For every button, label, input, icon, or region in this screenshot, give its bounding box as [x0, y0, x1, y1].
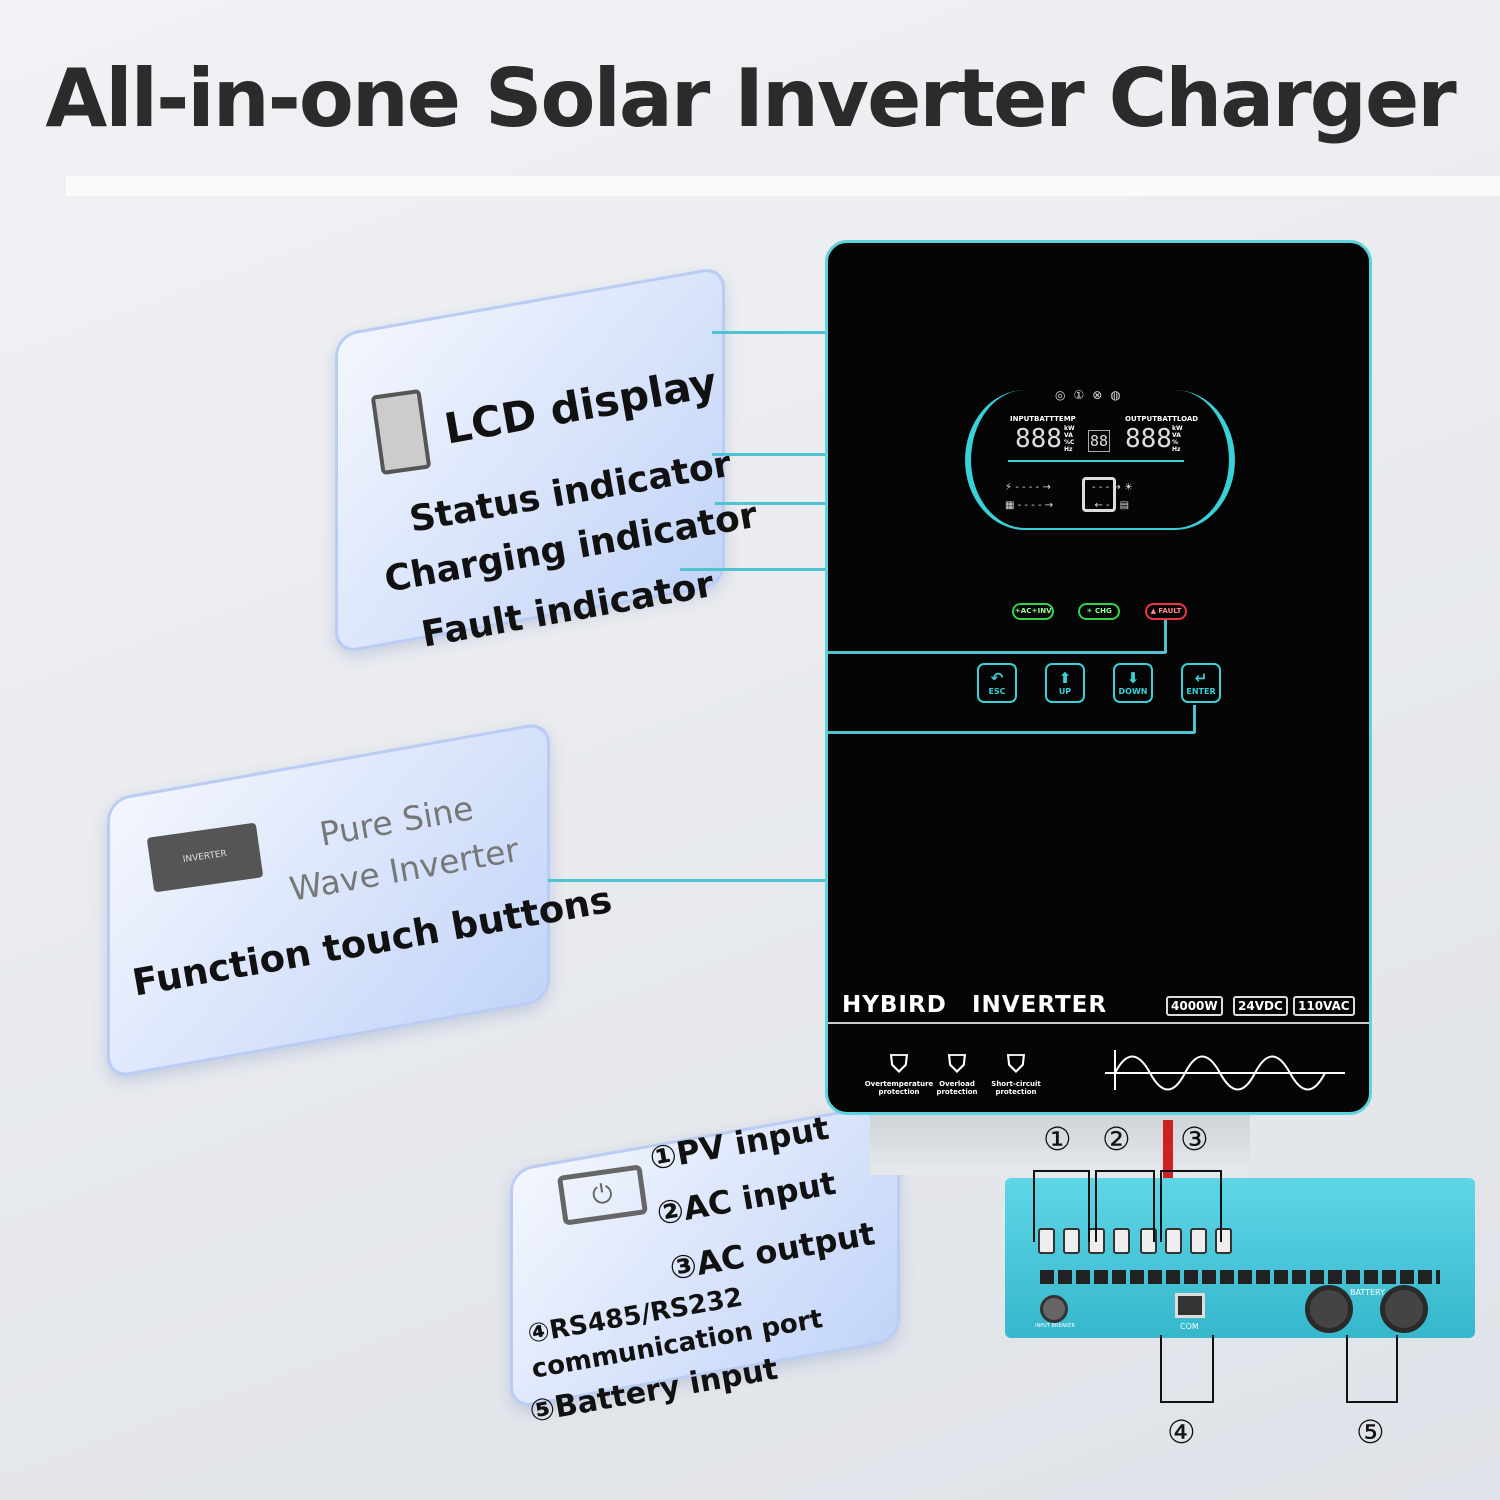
- port-number-1: ①: [1043, 1120, 1072, 1158]
- leader-line: [1164, 620, 1167, 653]
- title-divider: [66, 176, 1500, 196]
- arrow-down-icon: ⬇: [1126, 669, 1140, 687]
- page-title: All-in-one Solar Inverter Charger: [45, 52, 1456, 145]
- overload-protection: ⛉Overload protection: [922, 1048, 992, 1096]
- terminal: [1215, 1228, 1232, 1254]
- lcd-output-label: OUTPUTBATTLOAD: [1125, 415, 1199, 423]
- lcd-input-label: INPUTBATTTEMP: [1010, 415, 1076, 423]
- spec-voltage-ac: 110VAC: [1293, 996, 1355, 1016]
- brand-inverter: INVERTER: [972, 992, 1108, 1018]
- red-cable: [1163, 1120, 1173, 1180]
- down-button[interactable]: ⬇DOWN: [1113, 663, 1153, 703]
- enter-button[interactable]: ↵ENTER: [1181, 663, 1221, 703]
- lcd-units-right: kW VA % Hz: [1172, 425, 1183, 453]
- terminal: [1063, 1228, 1080, 1254]
- lcd-screen: [965, 390, 1235, 530]
- port-bracket-3: [1160, 1170, 1222, 1242]
- fault-indicator: ▲ FAULT: [1145, 603, 1187, 620]
- lcd-units-left: kW VA %C Hz: [1064, 425, 1075, 453]
- shield-thermometer-icon: ⛉: [890, 1050, 908, 1078]
- up-label: UP: [1058, 687, 1072, 696]
- port-bracket-2: [1095, 1170, 1155, 1242]
- charging-indicator: ☀ CHG: [1078, 603, 1120, 620]
- lcd-digits-right: 888: [1125, 424, 1172, 454]
- back-icon: ↶: [990, 669, 1004, 687]
- battery-flow-arrows: ▦ - - - - → ← - - ▤: [1005, 500, 1130, 511]
- breaker-label: INPUT BREAKER: [1035, 1323, 1075, 1329]
- esc-button[interactable]: ↶ESC: [977, 663, 1017, 703]
- inverter-flow-icon: [1082, 477, 1116, 512]
- battery-negative-terminal[interactable]: [1380, 1285, 1428, 1333]
- port-bracket-4: [1160, 1335, 1214, 1403]
- spec-voltage-dc: 24VDC: [1233, 996, 1288, 1016]
- enter-icon: ↵: [1194, 669, 1208, 687]
- port-number-2: ②: [1102, 1120, 1131, 1158]
- brand-divider: [828, 1022, 1369, 1024]
- leader-line: [828, 651, 1166, 654]
- grid-flow-arrows: ⚡ - - - - → - - - → ☀: [1005, 482, 1133, 493]
- battery-label: BATTERY: [1350, 1288, 1385, 1297]
- sine-wave-icon: [1105, 1050, 1345, 1091]
- port-number-3: ③: [1180, 1120, 1209, 1158]
- leader-line: [680, 568, 825, 571]
- down-label: DOWN: [1118, 687, 1148, 696]
- battery-positive-terminal[interactable]: [1305, 1285, 1353, 1333]
- terminal: [1140, 1228, 1157, 1254]
- mounting-bracket: [870, 1115, 1250, 1175]
- terminal: [1190, 1228, 1207, 1254]
- lcd-divider: [1008, 460, 1184, 462]
- lcd-status-icons: ◎①⊗◍: [1055, 388, 1129, 402]
- com-label: COM: [1180, 1322, 1199, 1331]
- shield-clock-icon: ⛉: [948, 1050, 966, 1078]
- port-number-5: ⑤: [1356, 1413, 1385, 1451]
- input-breaker: [1040, 1295, 1068, 1323]
- port-number-4: ④: [1167, 1413, 1196, 1451]
- status-indicator: ☀AC☀INV: [1012, 603, 1054, 620]
- leader-line: [715, 502, 852, 505]
- up-button[interactable]: ⬆UP: [1045, 663, 1085, 703]
- overtemperature-protection: ⛉Overtemperature protection: [864, 1050, 934, 1096]
- leader-line: [712, 453, 865, 456]
- port-bracket-1: [1033, 1170, 1090, 1242]
- terminal: [1113, 1228, 1130, 1254]
- spec-power: 4000W: [1166, 996, 1223, 1016]
- lcd-digits-mid: 88: [1088, 430, 1111, 452]
- arrow-up-icon: ⬆: [1058, 669, 1072, 687]
- brand-hybird: HYBIRD: [842, 992, 947, 1018]
- leader-line: [828, 731, 1195, 734]
- enter-label: ENTER: [1186, 687, 1216, 696]
- shield-circuit-icon: ⛉: [1007, 1050, 1025, 1078]
- inverter-front-panel: [825, 240, 1372, 1115]
- vent-grille: [1040, 1270, 1440, 1284]
- leader-line: [1193, 705, 1196, 733]
- com-port[interactable]: [1175, 1293, 1205, 1318]
- lcd-digits-left: 888: [1015, 424, 1062, 454]
- esc-label: ESC: [988, 687, 1006, 696]
- port-bracket-5: [1346, 1335, 1398, 1403]
- terminal: [1038, 1228, 1055, 1254]
- leader-line: [548, 879, 825, 882]
- short-circuit-protection: ⛉Short-circuit protection: [981, 1048, 1051, 1096]
- terminal: [1165, 1228, 1182, 1254]
